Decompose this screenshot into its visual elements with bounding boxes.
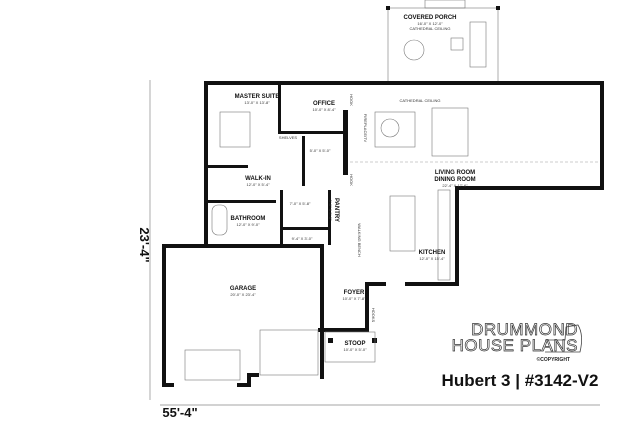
brand-logo: DRUMMOND HOUSE PLANS [428, 321, 578, 355]
exterior-walls [162, 81, 604, 387]
room-dining: DINING ROOM [434, 177, 475, 183]
room-size: 12'-0" X 9'-0" [236, 222, 260, 227]
room-living: LIVING ROOM [435, 170, 475, 176]
shelves-label: SHELVES [279, 135, 297, 140]
hook-label: HOOK [349, 94, 354, 106]
room-size: 13'-0" X 13'-8" [244, 100, 270, 105]
room-size: 12'-0" X 15'-4" [419, 256, 445, 261]
room-size: 10'-0" X 8'-4" [312, 107, 336, 112]
room-bathroom: BATHROOM [231, 216, 266, 222]
bench-label: WALKING BENCH [357, 223, 362, 257]
room-size: 20'-0" X 23'-4" [230, 292, 256, 297]
room-size: 10'-0" X 5'-0" [343, 347, 367, 352]
hook-label: HOOK [349, 174, 354, 186]
interior-walls [208, 85, 600, 245]
fireplace-label: FIREPLACE/TV [363, 114, 368, 143]
room-master-suite: MASTER SUITE [235, 94, 280, 100]
room-size: 5'-0" X 5'-0" [328, 200, 333, 221]
room-note: CATHEDRAL CEILING [410, 26, 451, 31]
room-size: 16'-0" X 12'-0" [417, 21, 443, 26]
room-note: CATHEDRAL CEILING [400, 98, 441, 103]
laundry-size: 7'-0" X 5'-8" [290, 201, 311, 206]
room-walk-in: WALK-IN [245, 176, 271, 182]
plan-title: Hubert 3 | #3142-V2 [441, 371, 599, 390]
depth-dimension: 23'-4" [137, 227, 152, 262]
room-covered-porch: COVERED PORCH [403, 15, 456, 21]
room-garage: GARAGE [230, 286, 256, 292]
room-pantry: PANTRY [333, 198, 339, 222]
copyright: ©COPYRIGHT [536, 357, 570, 363]
brand-line2: HOUSE PLANS [451, 336, 578, 355]
hooks-label: HOOKS [371, 308, 376, 323]
room-office: OFFICE [313, 101, 335, 107]
covered-porch [386, 0, 500, 84]
room-stoop: STOOP [345, 341, 366, 347]
closet-size: 5'-0" X 5'-0" [310, 148, 331, 153]
powder-size: 9'-4" X 3'-0" [292, 236, 313, 241]
dimension-lines [149, 80, 600, 406]
furniture [184, 107, 469, 381]
room-size: 22'-4" X 17'-6" [442, 183, 468, 188]
room-kitchen: KITCHEN [419, 250, 446, 256]
width-dimension: 55'-4" [162, 405, 197, 420]
room-foyer: FOYER [344, 290, 365, 296]
room-size: 10'-0" X 7'-8" [342, 296, 366, 301]
room-size: 12'-0" X 5'-4" [246, 182, 270, 187]
